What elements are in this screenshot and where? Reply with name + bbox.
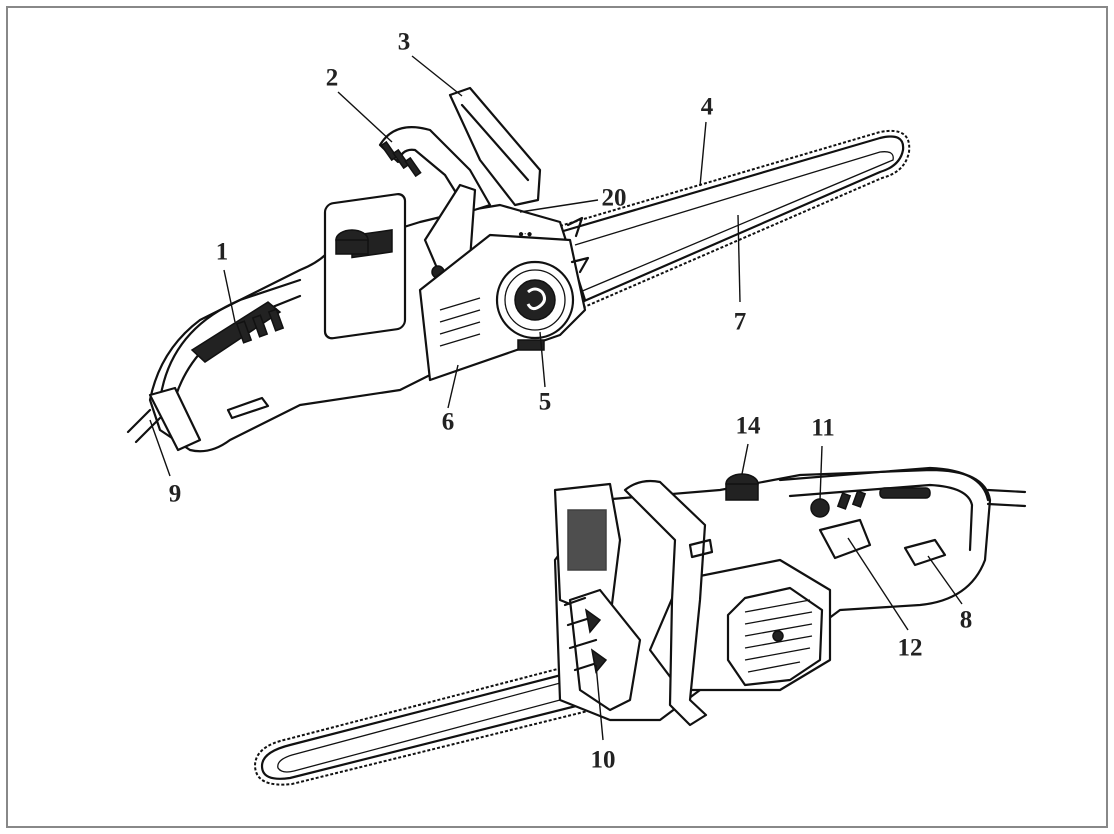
bottom-power-cable [986, 488, 1027, 508]
label-6: 6 [442, 409, 455, 436]
svg-text:●∙●: ●∙● [518, 229, 533, 240]
bumper-spikes [563, 588, 642, 712]
bottom-chainsaw [253, 466, 1027, 786]
label-5: 5 [539, 389, 552, 416]
label-3: 3 [398, 29, 411, 56]
top-chainsaw: ●∙● [126, 86, 911, 453]
label-11: 11 [811, 415, 835, 442]
top-guide-bar [558, 135, 905, 307]
label-10: 10 [591, 747, 616, 774]
part-labels: 1 2 3 4 5 6 7 8 9 10 11 12 14 20 [169, 29, 973, 774]
power-cable [126, 408, 162, 444]
bottom-front-handle [623, 479, 708, 727]
vent-slots [235, 308, 285, 344]
label-8: 8 [960, 607, 973, 634]
label-4: 4 [701, 94, 714, 121]
lock-button [810, 498, 830, 518]
top-chain [559, 130, 911, 312]
oil-tank [323, 193, 407, 340]
label-1: 1 [216, 239, 229, 266]
trigger [818, 518, 872, 560]
label-12: 12 [898, 635, 923, 662]
label-9: 9 [169, 481, 182, 508]
label-2: 2 [326, 65, 339, 92]
label-14: 14 [736, 413, 762, 440]
cover-ribs [439, 297, 481, 347]
label-7: 7 [734, 309, 747, 336]
leader-lines [149, 55, 963, 741]
cord-hook [903, 538, 947, 567]
bottom-chain [253, 657, 601, 786]
label-20: 20 [602, 185, 627, 212]
bottom-guide-bar [260, 663, 602, 780]
